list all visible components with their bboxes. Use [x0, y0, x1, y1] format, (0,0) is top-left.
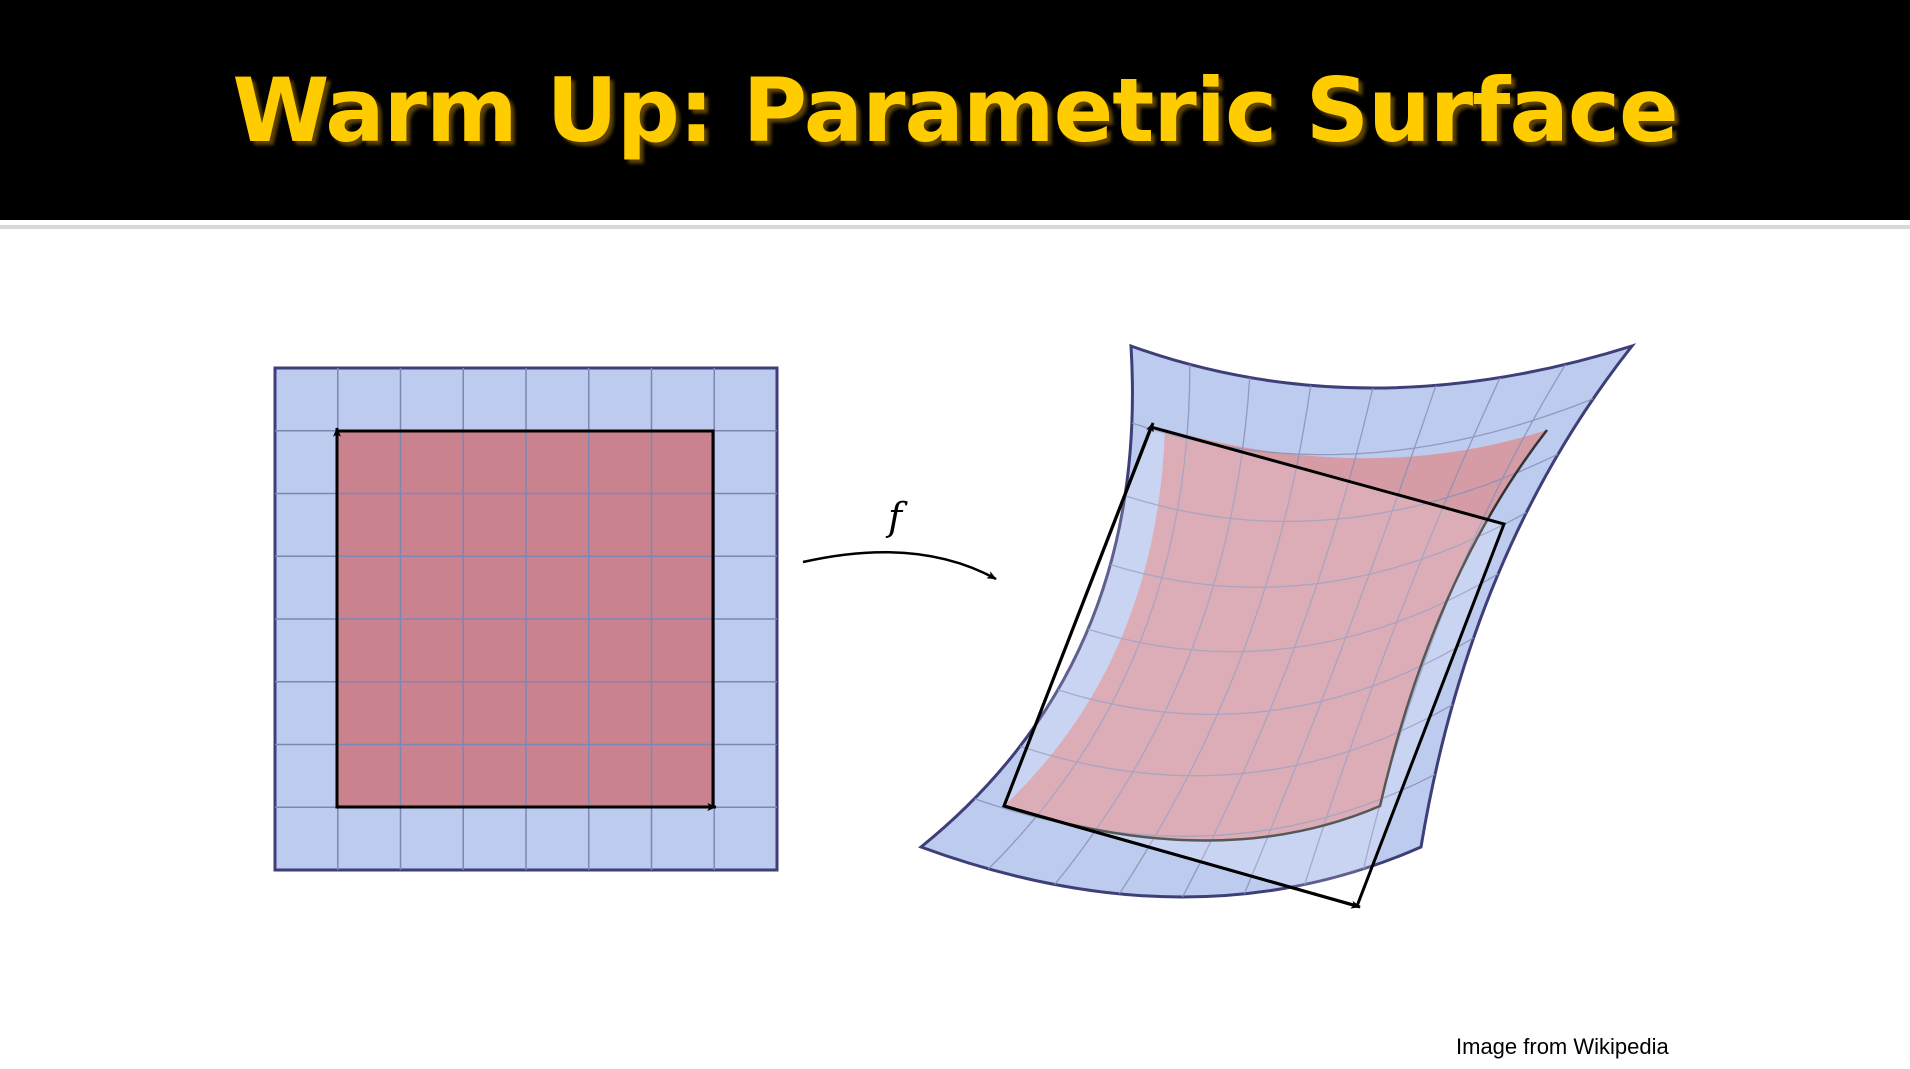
surface-grid-line — [1243, 385, 1437, 895]
surface-v-arrow — [1002, 422, 1155, 807]
surface-patch-outline — [1003, 429, 1548, 842]
surface-patch — [1004, 429, 1547, 841]
mapping-arrow: f — [802, 495, 997, 581]
title-bar: Warm Up: Parametric Surface — [0, 0, 1910, 220]
image-credit: Image from Wikipedia — [1456, 1034, 1669, 1059]
surface-grid-line — [1303, 377, 1501, 885]
parameter-domain — [273, 366, 779, 872]
surface-grid-line — [1087, 573, 1499, 653]
map-label: f — [885, 495, 908, 539]
surface-u-arrow — [1003, 804, 1361, 909]
surface-grid-line — [1019, 704, 1453, 777]
surface-grid-line — [1057, 637, 1474, 716]
slide-title: Warm Up: Parametric Surface — [232, 58, 1678, 162]
mapping-curve — [802, 550, 997, 581]
header-divider — [0, 225, 1910, 229]
surface — [917, 343, 1637, 909]
